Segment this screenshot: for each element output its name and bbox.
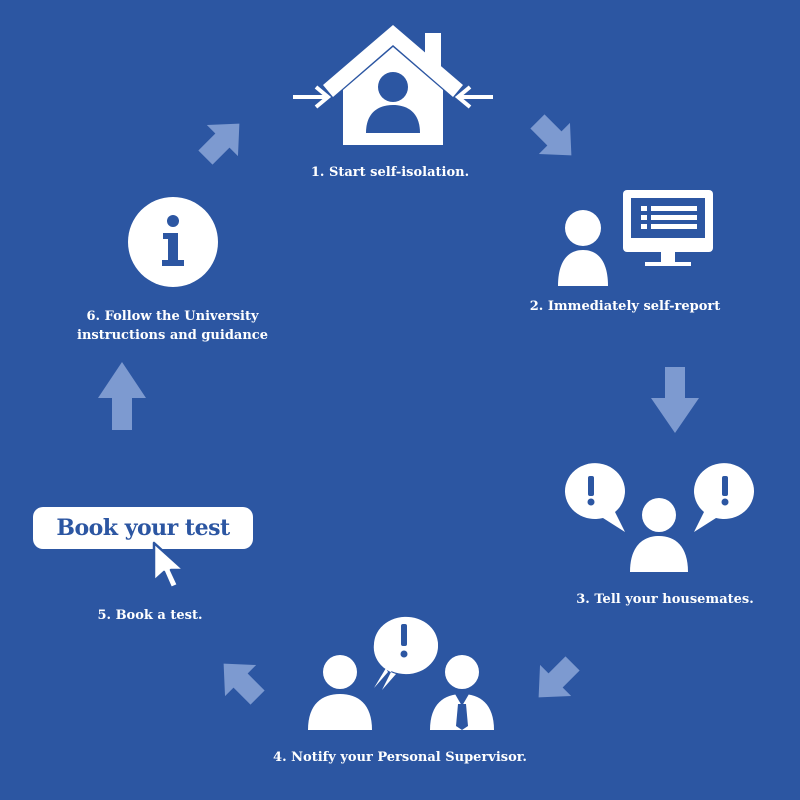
step-4-label: 4. Notify your Personal Supervisor. [273,750,527,765]
two-people-speech-icon [308,616,494,730]
person-speech-bubbles-icon [564,463,755,572]
arrow-step6-to-step1 [198,123,240,165]
step-6-line-2: instructions and guidance [77,328,268,343]
house-icon [293,25,493,145]
cursor-icon [152,541,186,590]
book-your-test-label: Book your test [56,515,230,541]
step-3-label: 3. Tell your housemates. [576,592,754,607]
arrow-step3-to-step4 [538,656,580,698]
arrow-step5-to-step6 [98,362,146,430]
step-2-label: 2. Immediately self-report [529,299,721,314]
step-5-label: 5. Book a test. [97,608,203,623]
arrow-step1-to-step2 [530,114,572,156]
step-6-label: 6. Follow the University instructions an… [60,307,285,345]
arrow-step4-to-step5 [223,663,265,705]
arrow-step2-to-step3 [651,367,699,433]
info-icon [128,197,218,287]
step-6-line-1: 6. Follow the University [86,309,259,324]
person-computer-icon [558,190,713,286]
step-1-label: 1. Start self-isolation. [310,165,470,180]
book-your-test-button[interactable]: Book your test [33,507,253,549]
